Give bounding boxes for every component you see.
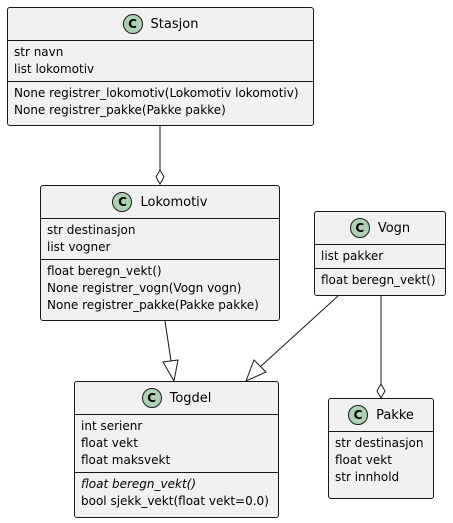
attributes-section: str destinasjon list vogner [41,219,279,259]
attribute: int serienr [81,419,143,433]
attribute: str destinasjon [335,436,424,450]
class-pakke[interactable]: C Pakke str destinasjon float vekt str i… [328,398,434,499]
attribute: list lokomotiv [14,62,95,76]
inheritance-vogn-togdel [245,295,339,382]
class-header: C Stasjon [8,8,313,41]
attribute: str innhold [335,470,400,484]
attribute: str destinasjon [47,223,136,237]
class-lokomotiv[interactable]: C Lokomotiv str destinasjon list vogner … [40,185,280,321]
abstract-method: float beregn_vekt() [81,477,197,491]
attribute: str navn [14,45,64,59]
attribute: float vekt [81,436,138,450]
class-header: C Lokomotiv [41,186,279,219]
class-name: Lokomotiv [140,194,208,210]
class-name: Stasjon [150,16,199,32]
method: bool sjekk_vekt(float vekt=0.0) [81,494,269,508]
inheritance-lokomotiv-togdel [162,320,179,383]
method: None registrer_pakke(Pakke pakke) [47,298,259,312]
method: None registrer_vogn(Vogn vogn) [47,281,242,295]
method: float beregn_vekt() [321,273,436,287]
class-stasjon[interactable]: C Stasjon str navn list lokomotiv None r… [7,7,314,126]
method: None registrer_lokomotiv(Lokomotiv lokom… [14,86,299,100]
class-vogn[interactable]: C Vogn list pakker float beregn_vekt() [314,211,446,296]
class-togdel[interactable]: C Togdel int serienr float vekt float ma… [74,381,279,518]
attributes-section: int serienr float vekt float maksvekt [75,415,278,472]
class-c-icon: C [349,218,370,238]
method: float beregn_vekt() [47,264,162,278]
attribute: float vekt [335,453,392,467]
class-c-icon: C [112,192,133,212]
attributes-section: str destinasjon float vekt str innhold [329,432,433,489]
class-header: C Togdel [75,382,278,415]
methods-section: None registrer_lokomotiv(Lokomotiv lokom… [8,81,313,122]
class-name: Pakke [376,407,414,423]
attributes-section: list pakker [315,245,445,268]
aggregation-vogn-pakke [376,296,386,400]
class-c-icon: C [348,405,369,425]
class-c-icon: C [122,14,143,34]
class-name: Vogn [377,220,411,236]
class-header: C Vogn [315,212,445,245]
method: None registrer_pakke(Pakke pakke) [14,103,226,117]
methods-section: float beregn_vekt() bool sjekk_vekt(floa… [75,472,278,513]
class-header: C Pakke [329,399,433,432]
attributes-section: str navn list lokomotiv [8,41,313,81]
aggregation-stasjon-lokomotiv [155,126,165,186]
methods-section: float beregn_vekt() None registrer_vogn(… [41,259,279,317]
attribute: list vogner [47,240,111,254]
methods-section: float beregn_vekt() [315,268,445,292]
class-name: Togdel [169,390,212,406]
class-c-icon: C [141,388,162,408]
attribute: float maksvekt [81,453,171,467]
attribute: list pakker [321,249,384,263]
